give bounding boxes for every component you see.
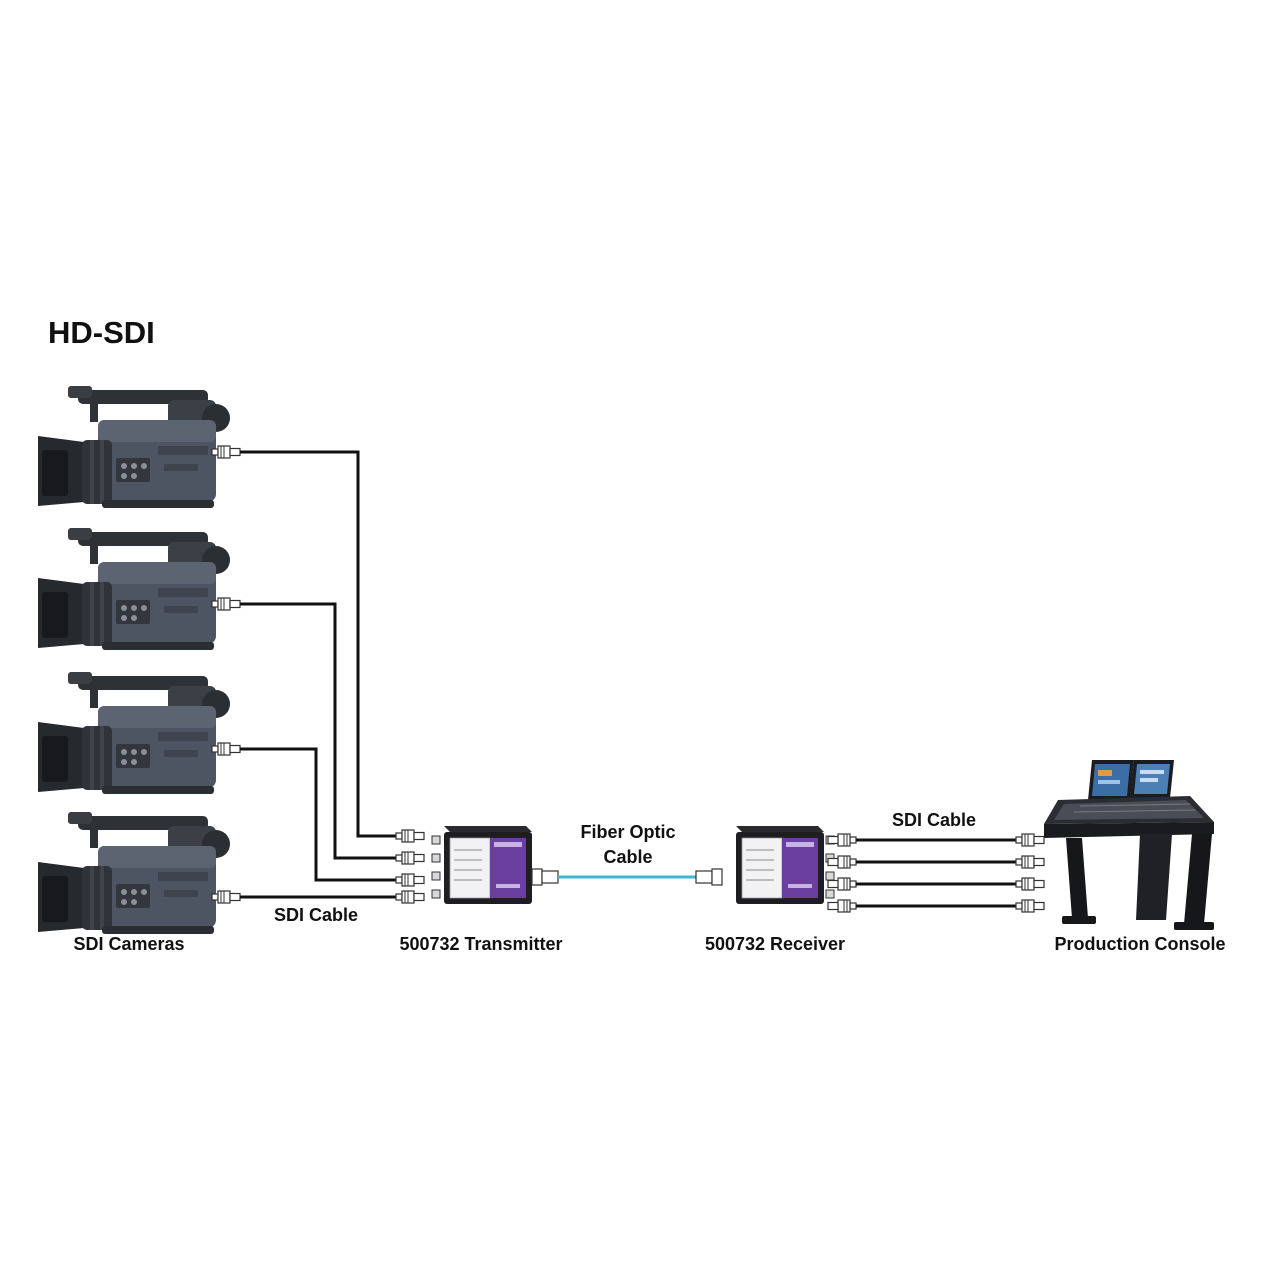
camcorder-icon <box>38 386 230 508</box>
bnc-connector-icon <box>1015 855 1045 869</box>
bnc-connector-icon <box>211 890 241 904</box>
label-transmitter: 500732 Transmitter <box>399 934 562 954</box>
camcorder-icon <box>38 672 230 794</box>
bnc-connector-icon <box>211 445 241 459</box>
fiber-connector-icon <box>695 868 723 886</box>
production-console-icon <box>1044 760 1214 930</box>
bnc-connector-icon <box>827 899 857 913</box>
camcorder-icon <box>38 812 230 934</box>
bnc-connector-icon <box>395 873 425 887</box>
receiver-box-icon <box>735 825 835 905</box>
bnc-connector-icon <box>211 742 241 756</box>
fiber-connector-icon <box>531 868 559 886</box>
label-sdi-cable-right: SDI Cable <box>892 810 976 830</box>
sdi-cable-3 <box>240 747 396 882</box>
sdi-cable-2 <box>240 602 396 860</box>
diagram-title: HD-SDI <box>48 315 155 350</box>
label-sdi-cable-left: SDI Cable <box>274 905 358 925</box>
bnc-connector-icon <box>1015 833 1045 847</box>
bnc-connector-icon <box>395 829 425 843</box>
camcorder-icon <box>38 528 230 650</box>
sdi-cable-1 <box>240 450 396 838</box>
bnc-connector-icon <box>211 597 241 611</box>
bnc-connector-icon <box>395 851 425 865</box>
bnc-connector-icon <box>1015 877 1045 891</box>
label-sdi-cameras: SDI Cameras <box>73 934 184 954</box>
bnc-connector-icon <box>1015 899 1045 913</box>
label-production-console: Production Console <box>1055 934 1226 954</box>
label-fiber-optic: Fiber Optic <box>580 822 675 842</box>
label-fiber-cable: Cable <box>603 847 652 867</box>
bnc-connector-icon <box>395 890 425 904</box>
transmitter-box-icon <box>431 825 533 905</box>
label-receiver: 500732 Receiver <box>705 934 845 954</box>
